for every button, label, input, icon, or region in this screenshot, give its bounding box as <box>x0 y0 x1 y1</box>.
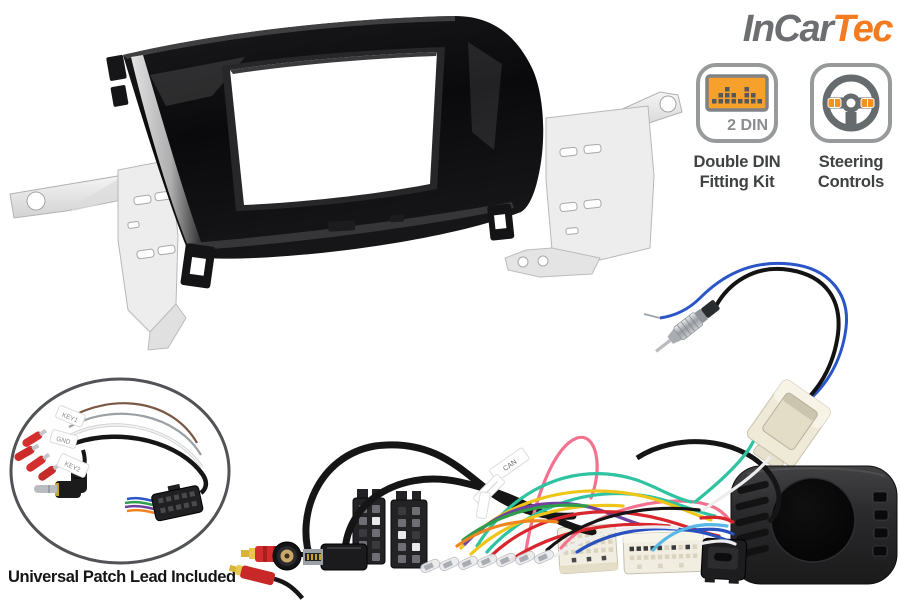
swc-interface-box <box>730 465 898 585</box>
brand-logo: InCarTec <box>742 8 894 50</box>
patch-connector <box>124 483 204 522</box>
fascia-frame <box>106 16 544 289</box>
cable-loop-right <box>635 439 782 524</box>
antenna-plug <box>655 300 720 353</box>
crimp-terminals <box>420 549 555 574</box>
swc-plug-connector <box>700 537 748 584</box>
harness-tags: CAN <box>473 447 530 520</box>
feature-steering: Steering Controls <box>803 62 899 192</box>
antenna-adapter-image <box>643 261 848 471</box>
double-din-icon: 2 DIN <box>696 63 778 143</box>
feature-label-steering: Steering Controls <box>803 152 899 192</box>
din-badge: 2 DIN <box>727 117 768 134</box>
metal-bracket-right <box>504 91 683 278</box>
feature-label-line1: Steering <box>818 153 884 171</box>
iso-connector-b <box>390 491 428 569</box>
data-plug <box>303 543 368 571</box>
wire-tags: KEY1 GND KEY2 <box>49 405 90 478</box>
fascia-side-tabs <box>106 54 129 107</box>
antenna-socket <box>272 541 302 571</box>
feature-label-line2: Controls <box>817 173 885 191</box>
steering-wheel-icon <box>810 63 892 143</box>
metal-bracket-left <box>9 159 187 351</box>
wiring-harness-image: CAN <box>228 435 898 600</box>
fascia-panel-image <box>9 16 683 351</box>
steering-buttons <box>827 98 875 108</box>
trim-clip-left <box>180 243 216 289</box>
tag-gnd: GND <box>55 436 71 447</box>
patch-lead-image: KEY1 GND KEY2 <box>9 377 231 565</box>
brand-logo-tec: Tec <box>832 8 893 50</box>
red-crimp-terminals <box>14 428 61 481</box>
patch-lead-caption: Universal Patch Lead Included <box>8 568 236 586</box>
feature-label-double-din: Double DIN Fitting Kit <box>689 152 785 192</box>
feature-label-line1: Double DIN <box>693 153 781 171</box>
equalizer-dots <box>712 87 762 104</box>
trim-clip-right <box>487 203 515 241</box>
brand-logo-incar: InCar <box>742 8 834 50</box>
feature-double-din: 2 DIN Double DIN Fitting Kit <box>689 62 785 192</box>
oem-connector-b <box>622 530 705 575</box>
wire-tangle <box>455 435 771 562</box>
feature-label-line2: Fitting Kit <box>699 173 775 191</box>
